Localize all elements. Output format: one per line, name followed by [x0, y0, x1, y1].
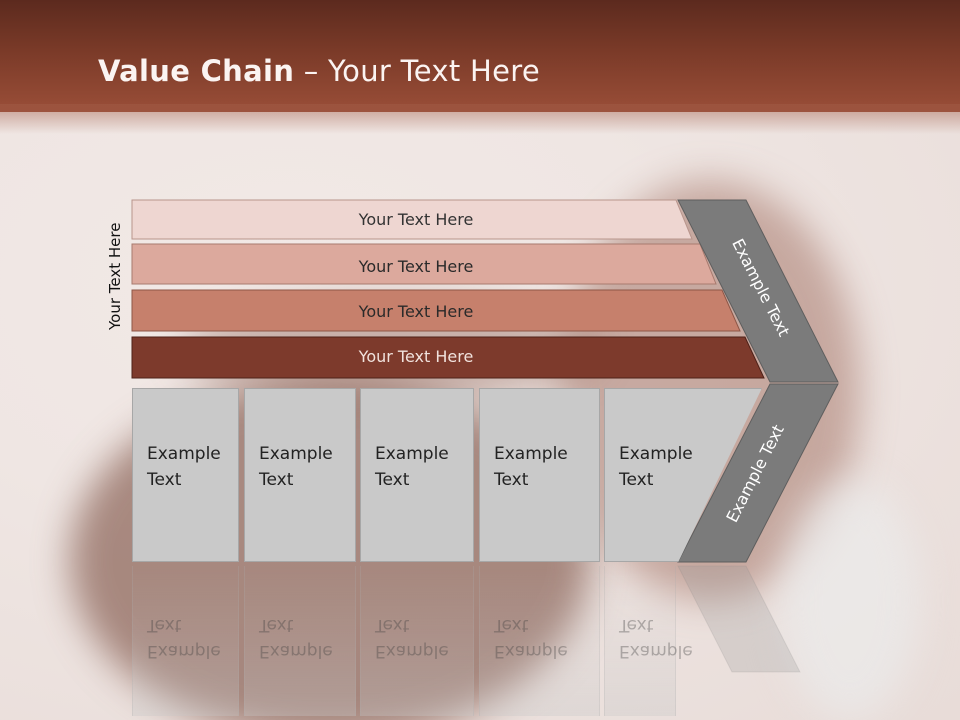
reflection-text: Text — [259, 615, 294, 635]
title-bar — [0, 0, 960, 112]
activity-box-3-line2: Text — [375, 470, 410, 490]
reflection-text: Text — [147, 615, 182, 635]
band-2-label: Your Text Here — [358, 257, 474, 276]
band-1-shape — [131, 199, 693, 240]
activity-box-5-line2: Text — [619, 470, 654, 490]
activity-box-2-reflection: Example Text — [244, 566, 356, 716]
band-4-label: Your Text Here — [358, 347, 474, 366]
slide-title: Value Chain – Your Text Here — [98, 54, 540, 88]
activity-box-1-line1: Example — [147, 444, 221, 464]
reflection-text: Example — [375, 641, 449, 661]
band-3-shape — [131, 289, 741, 332]
activity-box-1-line2: Text — [147, 470, 182, 490]
slide-title-bold: Value Chain — [98, 54, 295, 88]
activity-box-4-reflection: Example Text — [479, 566, 600, 716]
activity-box-2-line2: Text — [259, 470, 294, 490]
band-2-shape — [131, 243, 717, 285]
activity-box-4-line1: Example — [494, 444, 568, 464]
reflection-text: Example — [619, 641, 693, 661]
reflection-text: Example — [259, 641, 333, 661]
reflection-text: Example — [494, 641, 568, 661]
band-4-shape — [131, 336, 765, 379]
activity-box-4: Example Text — [479, 388, 600, 562]
activity-box-5-reflection: Example Text — [604, 566, 693, 716]
activity-box-3: Example Text — [360, 388, 474, 562]
activity-box-1: Example Text — [132, 388, 239, 562]
activity-box-4-line2: Text — [494, 470, 529, 490]
slide-title-rest: – Your Text Here — [294, 54, 540, 88]
chevron-reflection — [677, 565, 801, 673]
activity-box-5-line1: Example — [619, 444, 693, 464]
activity-box-1-reflection: Example Text — [132, 566, 239, 716]
activity-box-2-line1: Example — [259, 444, 333, 464]
reflection-text: Example — [147, 641, 221, 661]
reflection-text: Text — [375, 615, 410, 635]
band-1-label: Your Text Here — [358, 210, 474, 229]
chevron-bottom-shape — [677, 383, 839, 563]
chevron-top-shape — [677, 199, 839, 383]
activity-box-3-reflection: Example Text — [360, 566, 474, 716]
band-3-label: Your Text Here — [358, 302, 474, 321]
background-fork-shape — [780, 480, 920, 720]
activity-box-2: Example Text — [244, 388, 356, 562]
reflection-text: Text — [494, 615, 529, 635]
reflection-text: Text — [619, 615, 654, 635]
title-bar-fade — [0, 104, 960, 134]
activity-box-3-line1: Example — [375, 444, 449, 464]
